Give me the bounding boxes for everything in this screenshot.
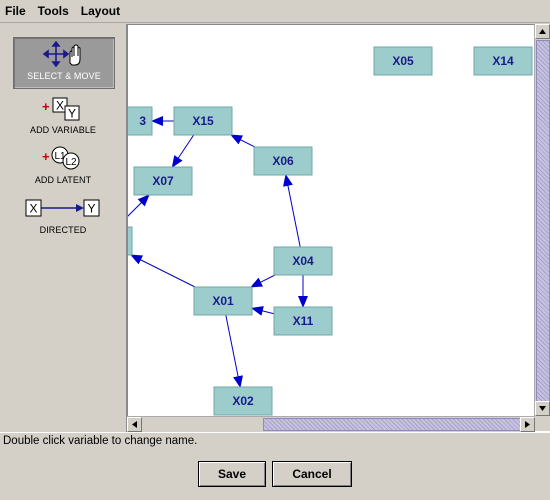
tool-select-move-label: SELECT & MOVE — [27, 71, 101, 81]
tool-add-variable[interactable]: + X Y ADD VARIABLE — [13, 92, 113, 142]
vertical-scroll-thumb[interactable] — [536, 40, 550, 402]
svg-text:+: + — [42, 149, 50, 164]
status-text: Double click variable to change name. — [3, 435, 198, 447]
node-label: X11 — [293, 314, 314, 328]
edge-x01-to-x02[interactable] — [225, 314, 243, 388]
svg-text:L2: L2 — [65, 157, 77, 168]
tool-add-latent-label: ADD LATENT — [34, 175, 92, 185]
add-variable-icon: + X Y — [38, 94, 88, 122]
arrow-left-icon — [132, 421, 137, 428]
edge-xl-to-x07[interactable] — [128, 194, 150, 227]
directed-edge-icon: X Y — [25, 194, 101, 222]
node-x15[interactable]: X15 — [173, 106, 233, 136]
node-x11[interactable]: X11 — [273, 306, 333, 336]
node-box[interactable] — [373, 46, 433, 76]
node-label: 3 — [139, 114, 146, 128]
tool-palette: SELECT & MOVE + X Y ADD VARIABLE + L1 L2… — [0, 24, 127, 432]
menu-file[interactable]: File — [5, 4, 26, 18]
cancel-button[interactable]: Cancel — [272, 461, 352, 487]
arrow-right-icon — [525, 421, 530, 428]
scroll-right-button[interactable] — [520, 417, 535, 432]
scroll-corner — [535, 416, 550, 431]
save-button[interactable]: Save — [198, 461, 266, 487]
move-hand-icon — [42, 40, 86, 68]
node-label: X01 — [212, 294, 234, 308]
node-box[interactable] — [173, 106, 233, 136]
tool-add-variable-label: ADD VARIABLE — [29, 125, 97, 135]
node-box[interactable] — [213, 386, 273, 416]
arrow-up-icon — [539, 29, 546, 34]
node-box[interactable] — [193, 286, 253, 316]
node-label: X02 — [232, 394, 254, 408]
node-label: X07 — [152, 174, 174, 188]
node-x13[interactable]: 3 — [128, 106, 153, 136]
tool-directed[interactable]: X Y DIRECTED — [13, 192, 113, 242]
menu-bar: File Tools Layout — [0, 0, 550, 23]
node-label: X05 — [392, 54, 414, 68]
node-x07[interactable]: X07 — [133, 166, 193, 196]
scroll-up-button[interactable] — [535, 24, 550, 39]
node-box[interactable] — [473, 46, 533, 76]
scroll-down-button[interactable] — [535, 401, 550, 416]
edge-x01-to-xl[interactable] — [130, 254, 196, 288]
node-label: X06 — [272, 154, 294, 168]
node-x05[interactable]: X05 — [373, 46, 433, 76]
svg-text:X: X — [56, 99, 64, 113]
node-label: X15 — [192, 114, 214, 128]
svg-text:X: X — [29, 202, 37, 216]
menu-tools[interactable]: Tools — [37, 4, 69, 18]
node-box[interactable] — [133, 166, 193, 196]
node-x02[interactable]: X02 — [213, 386, 273, 416]
node-label: X14 — [492, 54, 514, 68]
tool-select-move[interactable]: SELECT & MOVE — [13, 37, 115, 89]
horizontal-scrollbar[interactable] — [127, 416, 535, 432]
node-x04[interactable]: X04 — [273, 246, 333, 276]
svg-text:+: + — [42, 99, 50, 114]
node-box[interactable] — [128, 106, 153, 136]
status-bar: Double click variable to change name. — [0, 432, 550, 451]
tool-add-latent[interactable]: + L1 L2 ADD LATENT — [13, 142, 113, 192]
node-xl[interactable] — [128, 226, 133, 256]
node-box[interactable] — [273, 246, 333, 276]
horizontal-scroll-thumb[interactable] — [263, 418, 521, 431]
node-box[interactable] — [273, 306, 333, 336]
node-box[interactable] — [253, 146, 313, 176]
edge-x06-to-x15[interactable] — [230, 134, 256, 148]
edge-x11-to-x01[interactable] — [251, 306, 275, 316]
edge-x15-to-x07[interactable] — [171, 134, 195, 168]
menu-layout[interactable]: Layout — [80, 4, 121, 18]
node-x01[interactable]: X01 — [193, 286, 253, 316]
edge-x04-to-x01[interactable] — [250, 274, 276, 288]
dialog-buttons: Save Cancel — [0, 452, 550, 500]
add-latent-icon: + L1 L2 — [38, 144, 88, 172]
svg-text:L1: L1 — [54, 151, 66, 162]
svg-text:Y: Y — [68, 107, 76, 121]
vertical-scrollbar[interactable] — [534, 24, 550, 416]
node-box[interactable] — [128, 226, 133, 256]
scroll-left-button[interactable] — [127, 417, 142, 432]
arrow-down-icon — [539, 406, 546, 411]
svg-text:Y: Y — [87, 202, 95, 216]
edge-x04-to-x06[interactable] — [283, 174, 301, 248]
node-x06[interactable]: X06 — [253, 146, 313, 176]
node-x14[interactable]: X14 — [473, 46, 533, 76]
node-label: X04 — [292, 254, 314, 268]
tool-directed-label: DIRECTED — [39, 225, 87, 235]
